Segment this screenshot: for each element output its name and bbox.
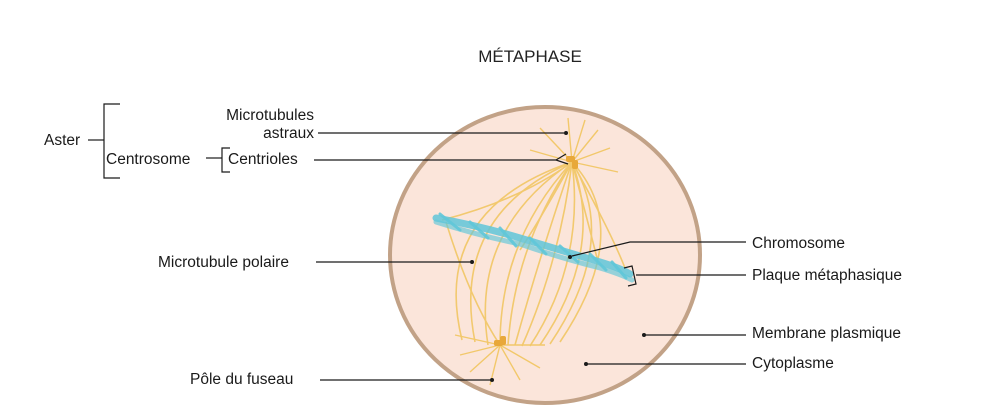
cytoplasm-dot	[584, 362, 588, 366]
centrosome-bracket	[221, 147, 230, 173]
polar-label: Microtubule polaire	[158, 254, 289, 271]
chromosome-leader	[571, 241, 746, 257]
centrosome-label: Centrosome	[106, 151, 190, 168]
aster-label: Aster	[44, 132, 80, 149]
centrioles-top	[566, 156, 578, 169]
polar-dot	[470, 260, 474, 264]
spindle-fibers	[441, 161, 626, 347]
diagram-title: MÉTAPHASE	[478, 47, 582, 66]
centrioles-leader-c	[555, 159, 569, 165]
astral-label-line1: Microtubules	[226, 107, 314, 124]
astral-label-line2: astraux	[263, 125, 314, 142]
membrane-label: Membrane plasmique	[752, 325, 901, 342]
chromosome-dot	[568, 255, 572, 259]
centrioles-bottom	[494, 336, 506, 346]
astral-rays-top	[529, 117, 619, 173]
aster-bracket	[103, 103, 120, 179]
plate-label: Plaque métaphasique	[752, 267, 902, 284]
pole-label: Pôle du fuseau	[190, 371, 293, 388]
membrane-dot	[642, 333, 646, 337]
astral-dot	[564, 131, 568, 135]
cytoplasm-label: Cytoplasme	[752, 355, 834, 372]
pole-dot	[490, 378, 494, 382]
chromosomes	[432, 212, 635, 283]
centrioles-leader-b	[555, 153, 567, 161]
chromosome-label: Chromosome	[752, 235, 845, 252]
plate-bracket	[623, 265, 637, 287]
centrioles-label: Centrioles	[228, 151, 298, 168]
